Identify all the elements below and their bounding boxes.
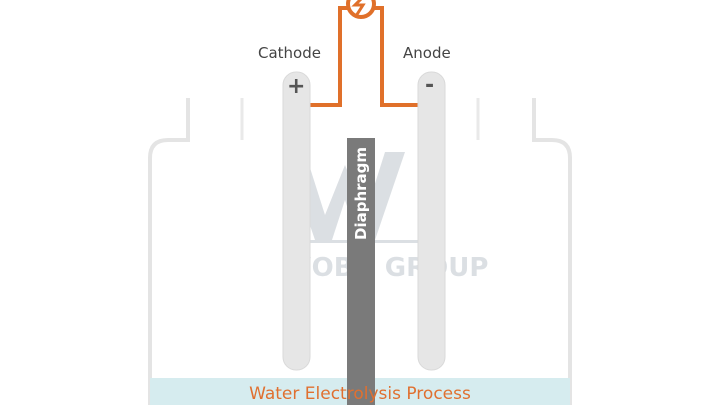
watermark-brand: WOBO GROUP — [283, 253, 488, 283]
tank-inner-outline — [240, 98, 480, 140]
cathode-electrode — [282, 71, 311, 371]
cathode-label: Cathode — [258, 44, 321, 62]
caption: Water Electrolysis Process — [249, 384, 471, 404]
tank-outline — [148, 98, 572, 405]
power-source-icon — [346, 0, 376, 19]
diaphragm — [347, 138, 375, 405]
cathode-plus-sign: + — [287, 74, 306, 99]
anode-label: Anode — [403, 44, 451, 62]
anode-electrode — [417, 71, 446, 371]
diaphragm-label: Diaphragm — [352, 146, 370, 240]
wire — [308, 6, 418, 107]
anode-minus-sign: - — [425, 73, 435, 98]
